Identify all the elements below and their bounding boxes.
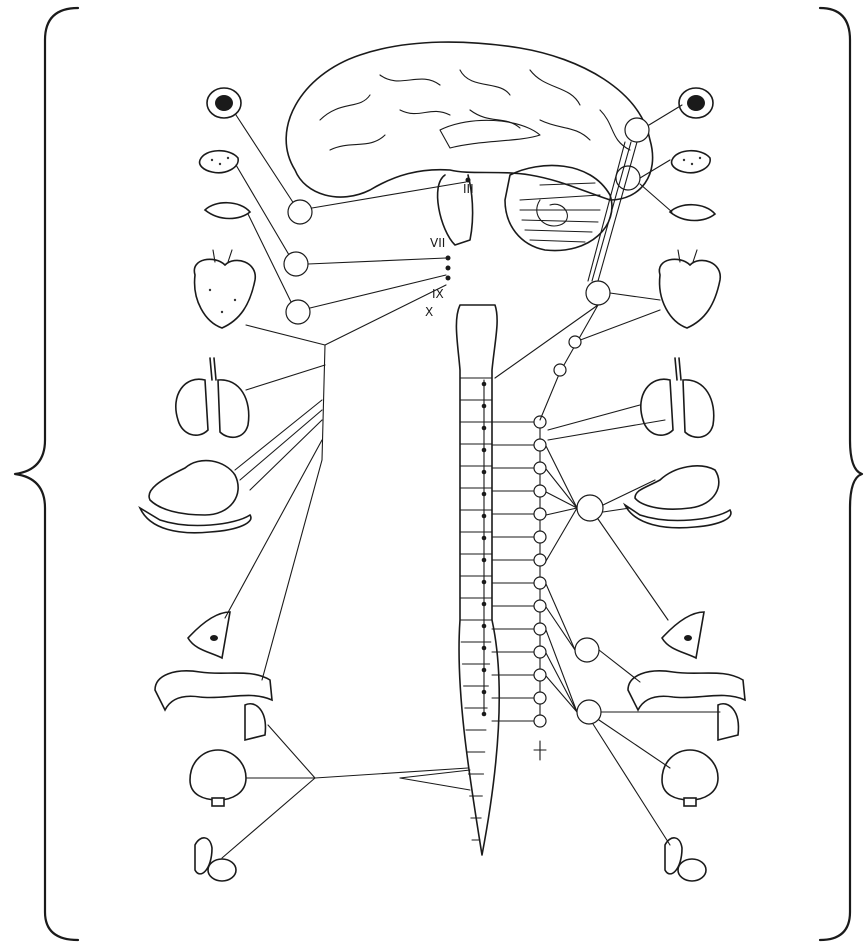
splanchnic-nerve [546, 653, 577, 712]
right-stomach-icon [625, 466, 731, 528]
chain-ganglion [534, 508, 546, 520]
right-lungs-icon [641, 358, 714, 437]
cerebellum [505, 165, 612, 250]
chain-ganglion [534, 600, 546, 612]
preganglionic-dots [482, 380, 487, 716]
right-salivary-gland-icon [670, 205, 715, 221]
superior-cervical-ganglion-a [625, 118, 649, 142]
cranial-nerve-vii-label: VII [430, 236, 445, 250]
chain-ganglion [534, 554, 546, 566]
chain-ganglion [534, 577, 546, 589]
left-lacrimal-gland-icon [200, 151, 239, 173]
right-lacrimal-gland-icon [672, 151, 711, 173]
left-genital-icon [195, 838, 236, 881]
chain-ganglion [534, 623, 546, 635]
splanchnic-nerve [546, 508, 577, 515]
left-salivary-gland-icon [205, 203, 250, 219]
chain-ganglion [534, 646, 546, 658]
superior-cervical-ganglion-b [616, 166, 640, 190]
left-organs [140, 88, 272, 881]
pterygopalatine-ganglion [284, 252, 308, 276]
superior-mesenteric-ganglion [575, 638, 599, 662]
splanchnic-nerve [546, 607, 575, 650]
splanchnic-nerve [546, 492, 577, 508]
cranial-nerve-x-label: X [425, 305, 433, 319]
chain-ganglion [534, 462, 546, 474]
chain-ganglion [534, 669, 546, 681]
left-colon-icon [155, 671, 272, 740]
chain-ganglion [534, 485, 546, 497]
otic-ganglion [286, 300, 310, 324]
right-colon-icon [628, 671, 745, 740]
right-heart-icon [659, 250, 720, 328]
chain-ganglion [534, 692, 546, 704]
parasympathetic-pathways [222, 115, 470, 858]
left-heart-icon [194, 250, 255, 328]
celiac-ganglion [577, 495, 603, 521]
left-organ-wedge-icon [188, 612, 230, 658]
chain-ganglion [534, 416, 546, 428]
inferior-mesenteric-ganglion [577, 700, 601, 724]
left-brace [15, 8, 78, 940]
splanchnic-nerve [546, 508, 577, 561]
right-organ-wedge-icon [662, 612, 704, 658]
chain-ganglion [534, 715, 546, 727]
cranial-nerve-iii-label: III [463, 182, 474, 196]
left-lungs-icon [176, 358, 249, 437]
left-stomach-icon [140, 461, 251, 533]
right-genital-icon [665, 838, 706, 881]
sympathetic-chain [492, 416, 577, 760]
brain [286, 42, 652, 251]
splanchnic-nerve [546, 630, 577, 712]
left-bladder-icon [190, 750, 246, 806]
right-bladder-icon [662, 750, 718, 806]
splanchnic-nerve [546, 446, 577, 508]
splanchnic-nerve [546, 469, 577, 508]
right-brace [820, 8, 862, 940]
chain-ganglion [534, 439, 546, 451]
ciliary-ganglion [288, 200, 312, 224]
left-eye-icon [207, 88, 241, 118]
right-eye-icon [679, 88, 713, 118]
middle-cervical-ganglion [586, 281, 610, 305]
right-organs [625, 88, 745, 881]
spinal-cord [456, 305, 499, 855]
chain-ganglion [534, 531, 546, 543]
